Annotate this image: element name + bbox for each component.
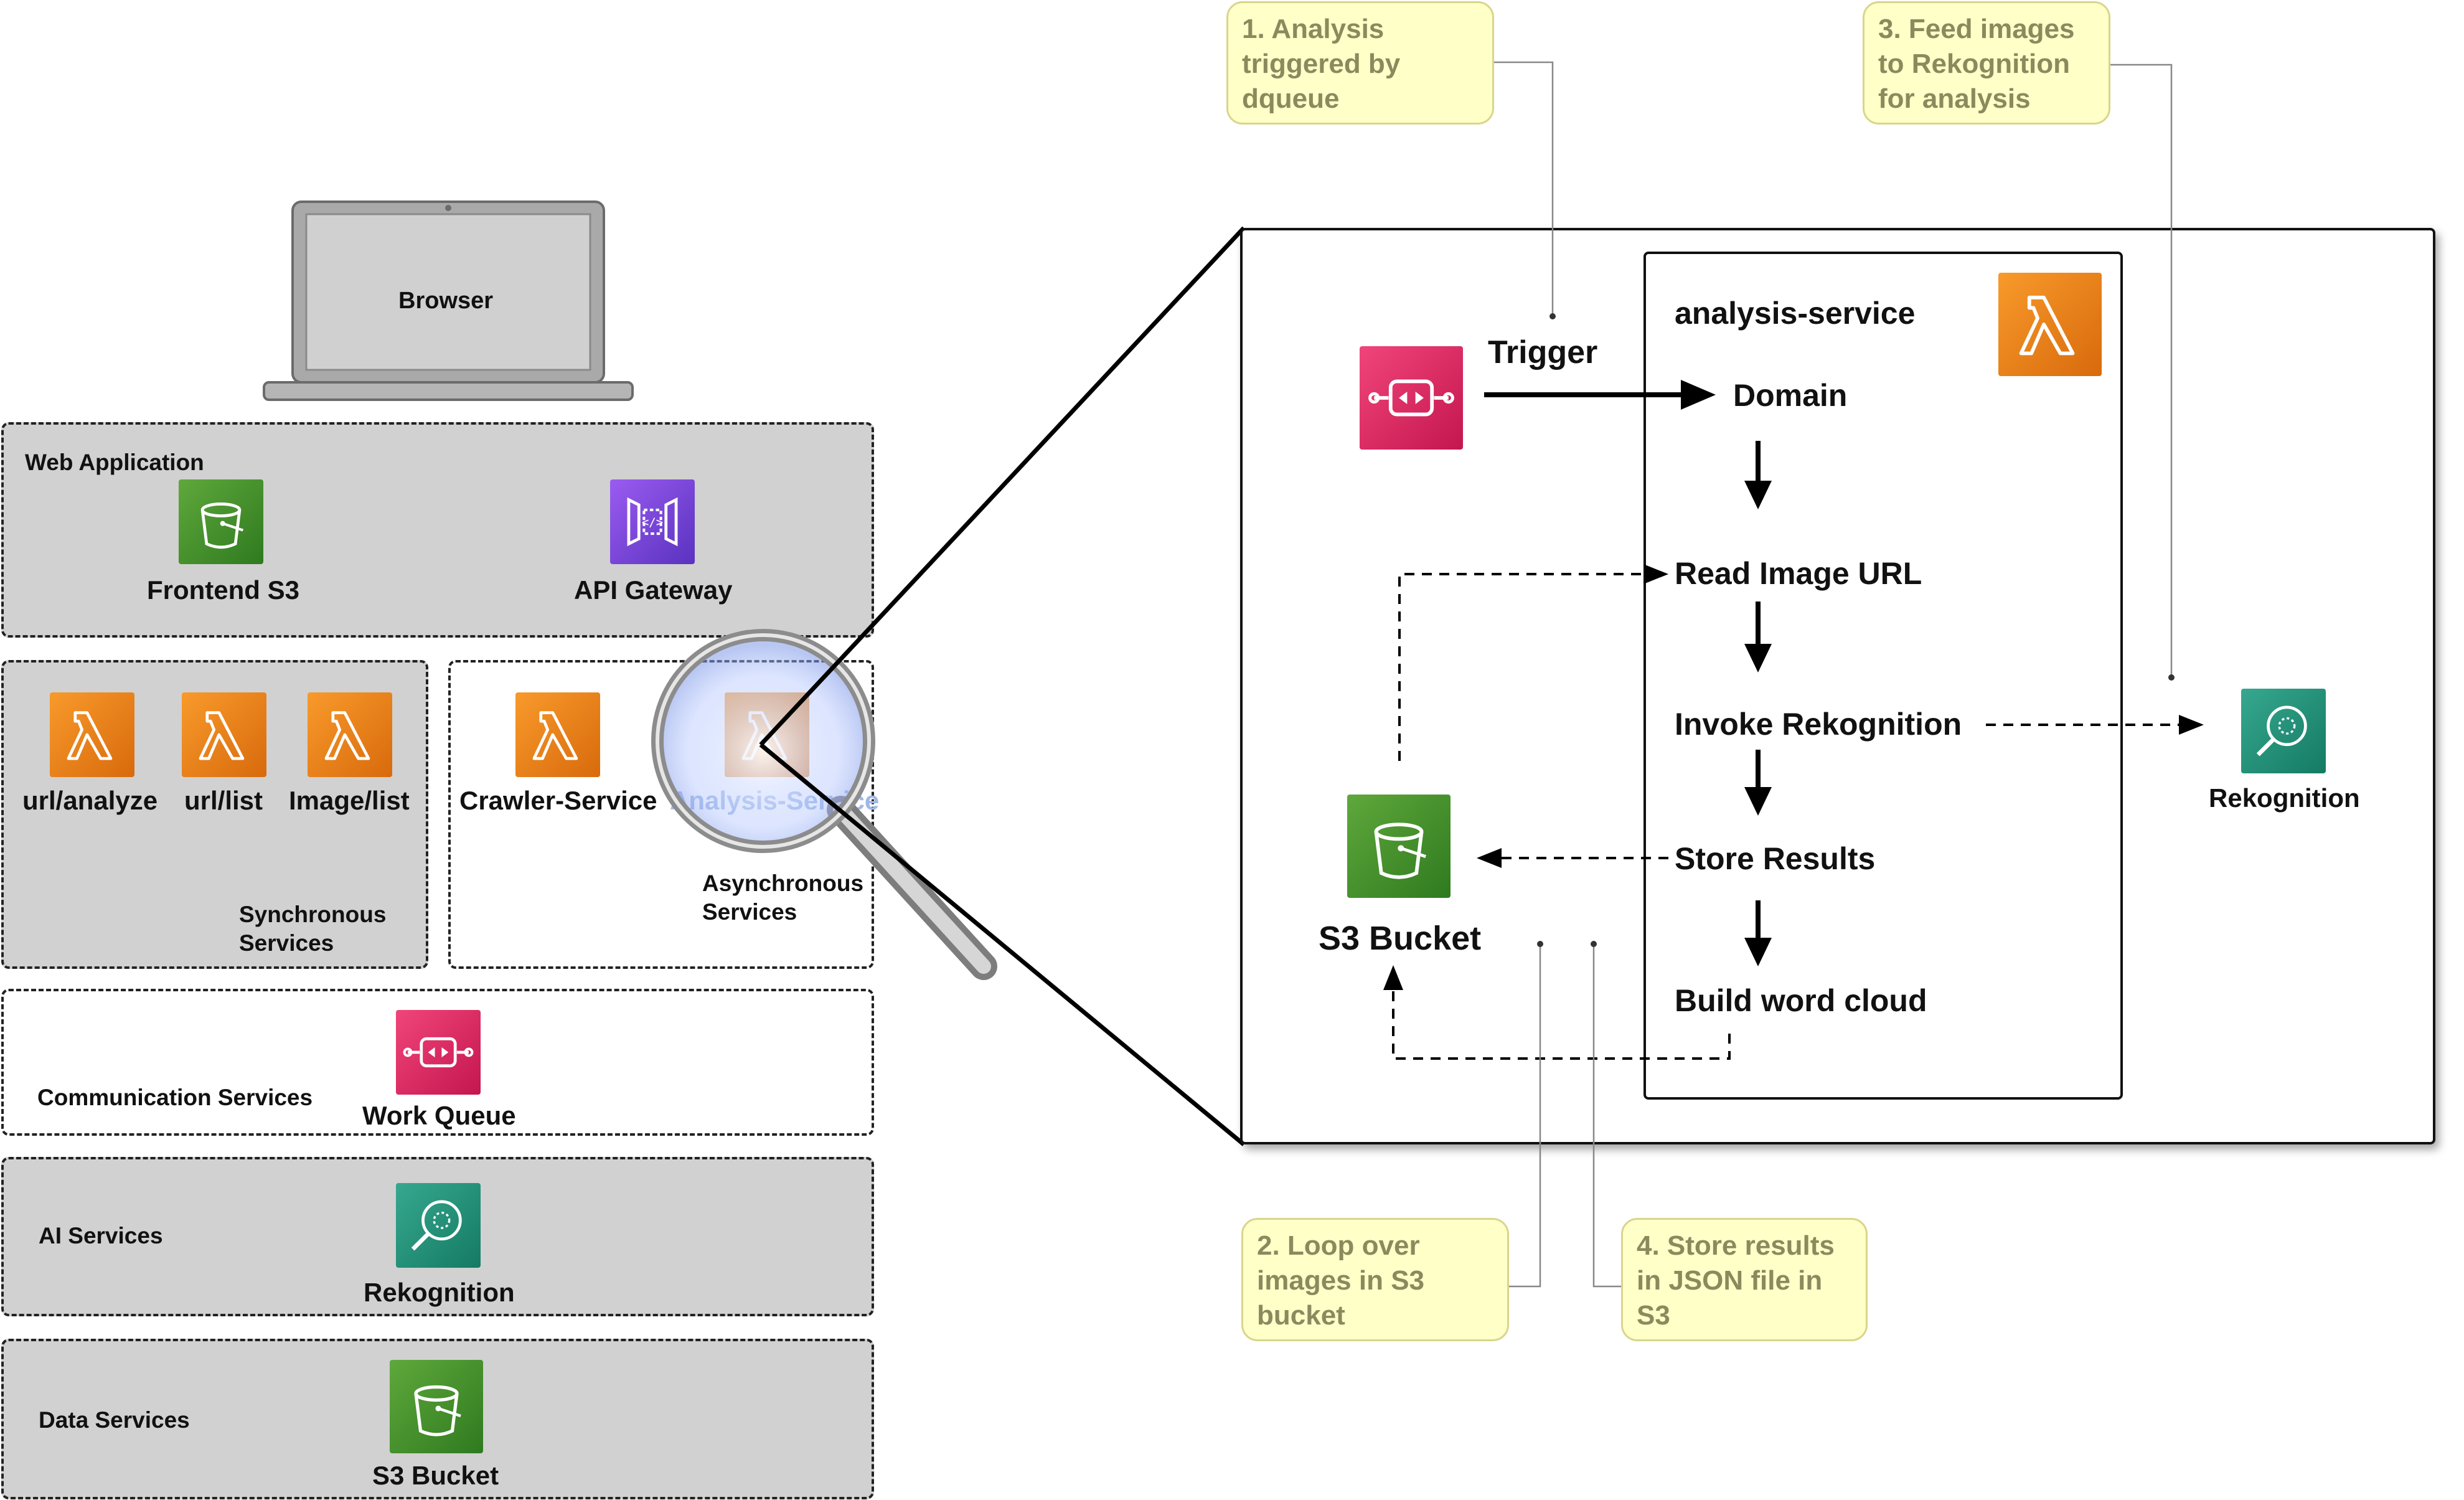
frontend-s3-icon (179, 479, 263, 564)
crawler-service-label: Crawler-Service (459, 786, 657, 815)
trigger-queue-icon (1360, 346, 1463, 450)
url-list-label: url/list (184, 786, 263, 815)
note-4-store-results: 4. Store results in JSON file in S3 (1621, 1218, 1868, 1341)
ai-services-title: AI Services (39, 1223, 163, 1248)
detail-rekognition-icon (2241, 689, 2326, 773)
analysis-service-lambda-icon (725, 692, 809, 777)
asynchronous-services-title: Asynchronous Services (702, 870, 864, 925)
detail-s3-bucket-icon (1347, 795, 1451, 898)
communication-services-title: Communication Services (37, 1085, 313, 1110)
note-1-analysis-triggered: 1. Analysis triggered by dqueue (1226, 1, 1494, 125)
analysis-service-container (1643, 252, 2123, 1100)
frontend-s3-label: Frontend S3 (147, 575, 300, 605)
browser-label: Browser (398, 288, 494, 314)
rekognition-icon (396, 1183, 481, 1268)
detail-s3-bucket-label: S3 Bucket (1319, 920, 1482, 957)
web-application-tier (1, 422, 874, 638)
trigger-label: Trigger (1488, 334, 1598, 370)
analysis-service-header-lambda-icon (1998, 273, 2102, 376)
work-queue-label: Work Queue (362, 1101, 516, 1130)
laptop-icon (261, 198, 635, 403)
analysis-service-title: analysis-service (1675, 296, 1916, 331)
data-services-title: Data Services (39, 1407, 190, 1433)
url-list-lambda-icon (182, 692, 266, 777)
step-store-results: Store Results (1675, 841, 1876, 876)
image-list-lambda-icon (308, 692, 392, 777)
svg-text:</>: </> (642, 516, 663, 529)
step-domain: Domain (1733, 378, 1848, 413)
detail-rekognition-label: Rekognition (2209, 783, 2360, 813)
api-gateway-label: API Gateway (574, 575, 733, 605)
url-analyze-lambda-icon (50, 692, 134, 777)
ai-rekognition-label: Rekognition (364, 1278, 515, 1307)
url-analyze-label: url/analyze (22, 786, 158, 815)
api-gateway-icon: </> (610, 479, 695, 564)
note-2-loop-over-images: 2. Loop over images in S3 bucket (1241, 1218, 1509, 1341)
web-application-title: Web Application (25, 450, 204, 475)
synchronous-services-title: Synchronous Services (239, 902, 387, 956)
step-invoke-rekognition: Invoke Rekognition (1675, 707, 1962, 742)
note-3-feed-images: 3. Feed images to Rekognition for analys… (1863, 1, 2110, 125)
analysis-service-label: Analysis-Service (670, 786, 880, 815)
image-list-label: Image/list (289, 786, 410, 815)
work-queue-icon (396, 1010, 481, 1095)
crawler-service-lambda-icon (515, 692, 600, 777)
data-s3-bucket-icon (390, 1360, 483, 1453)
step-build-word-cloud: Build word cloud (1675, 983, 1927, 1018)
data-s3-bucket-label: S3 Bucket (372, 1461, 499, 1490)
step-read-image-url: Read Image URL (1675, 556, 1922, 591)
